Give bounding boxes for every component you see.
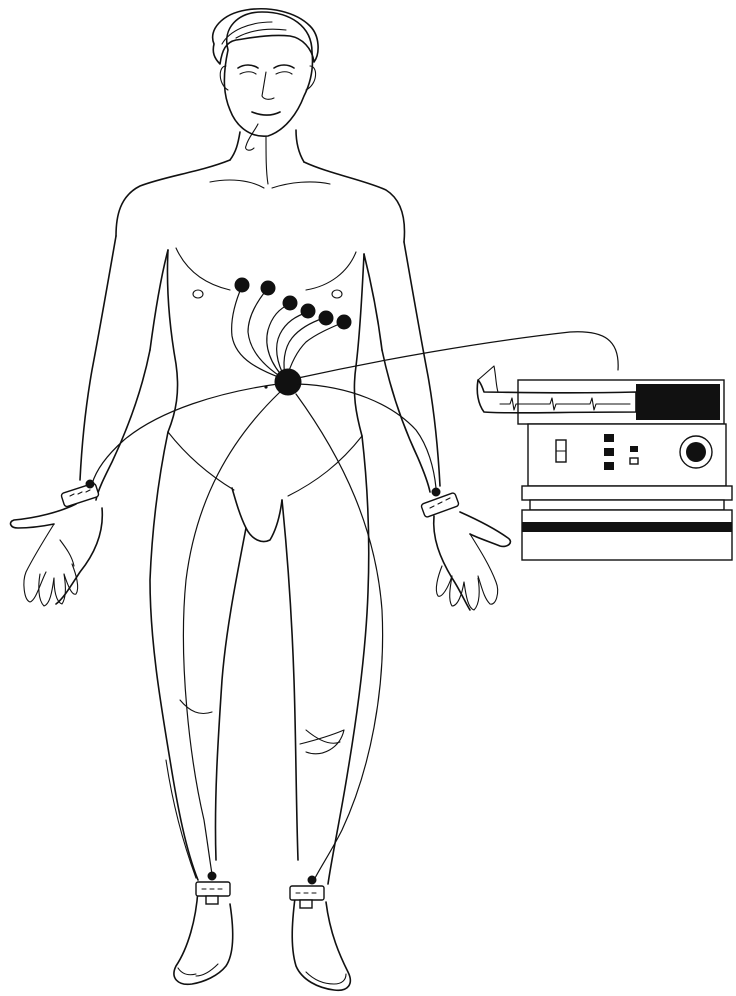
chest-electrode-v4 [301,304,315,318]
head [213,9,318,150]
machine-base-upper [522,486,732,500]
right-wrist-electrode [61,480,100,507]
machine-base [522,510,732,560]
right-ankle-electrode [196,872,230,904]
chest-electrode-v2 [261,281,275,295]
button-2 [604,448,614,456]
button-4 [630,446,638,452]
machine-base-stripe [522,522,732,532]
button-3 [604,462,614,470]
button-5 [630,458,638,464]
legs [150,432,369,884]
feet [174,890,350,990]
dial-knob-icon [680,436,712,468]
chest-electrode-v1 [235,278,249,292]
left-wrist-electrode [421,488,460,518]
machine-display [636,384,720,420]
neck-left [296,130,304,162]
left-arm [382,242,510,610]
chest-leads [232,278,351,380]
chest-electrode-v5 [319,311,333,325]
button-1 [604,434,614,442]
lead-junction-box-icon [275,369,301,395]
right-arm [11,236,150,606]
chest-electrode-v6 [337,315,351,329]
throat-line [266,136,268,184]
neck-right [230,132,240,160]
chest-electrode-v3 [283,296,297,310]
ecg-machine-icon [477,366,732,560]
machine-base-middle [530,500,724,510]
